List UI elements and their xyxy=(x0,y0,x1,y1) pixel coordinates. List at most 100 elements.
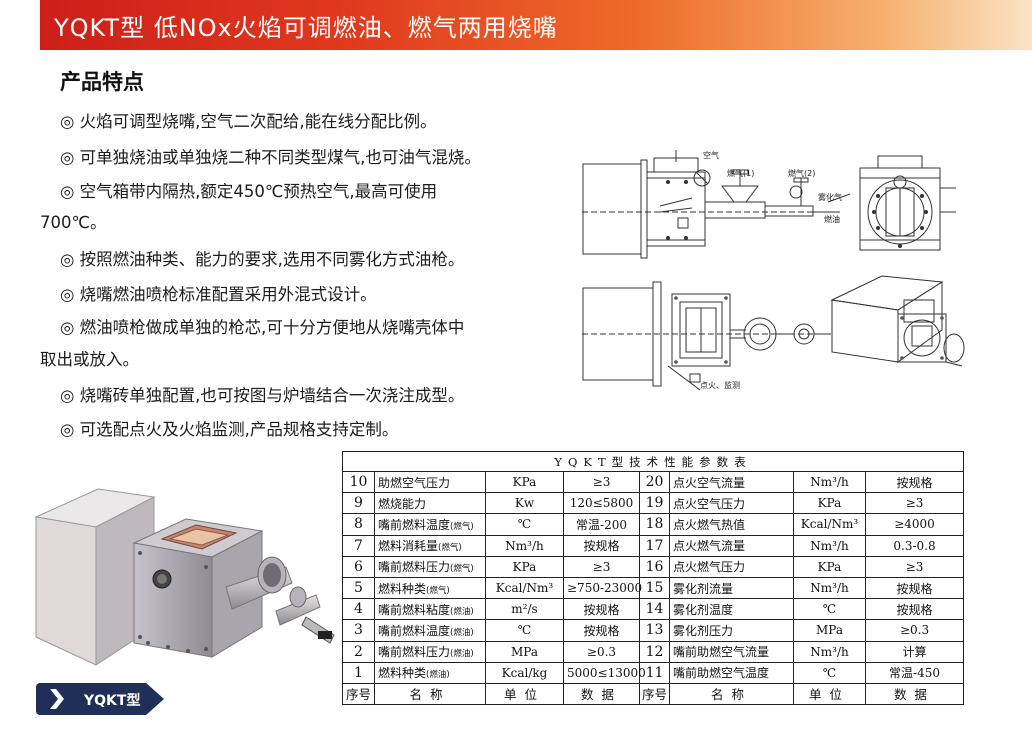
column-header: 序号 xyxy=(342,682,375,706)
row-number: 3 xyxy=(342,619,375,642)
parameter-name: 嘴前燃料温度(燃油) xyxy=(374,619,486,642)
unit: KPa xyxy=(793,492,866,515)
parameter-qualifier: (燃气) xyxy=(450,564,474,575)
value: ≥3 xyxy=(864,555,965,578)
parameter-name: 嘴前燃料温度(燃气) xyxy=(374,513,486,536)
feature-line: ◎ 烧嘴燃油喷枪标准配置采用外混式设计。 xyxy=(60,285,377,304)
column-header: 数据 xyxy=(864,682,965,706)
unit: KPa xyxy=(793,555,866,578)
parameter-name: 嘴前燃料压力(燃气) xyxy=(374,555,486,578)
value: ≥3 xyxy=(864,492,965,515)
value: ≥3 xyxy=(563,470,640,494)
parameter-name: 雾化剂压力 xyxy=(669,619,794,642)
label-gas2: 燃气(2) xyxy=(788,169,816,178)
unit: Nm³/h xyxy=(793,576,866,600)
burner-plan-view-drawing xyxy=(582,275,965,391)
value: 常温-450 xyxy=(864,661,965,684)
unit: KPa xyxy=(485,555,564,578)
unit: KPa xyxy=(485,470,564,494)
feature-line: ◎ 燃油喷枪做成单独的枪芯,可十分方便地从烧嘴壳体中 xyxy=(60,318,465,337)
row-number: 14 xyxy=(639,598,670,621)
row-number: 6 xyxy=(342,555,375,578)
unit: MPa xyxy=(793,619,866,642)
feature-line: ◎ 可选配点火及火焰监测,产品规格支持定制。 xyxy=(60,420,399,439)
parameter-qualifier: (燃油) xyxy=(426,670,450,681)
value: ≥0.3 xyxy=(864,619,965,642)
parameter-name: 雾化剂温度 xyxy=(669,598,794,621)
unit: ℃ xyxy=(485,513,564,536)
value: 5000≤13000 xyxy=(563,661,646,684)
feature-line: ◎ 烧嘴砖单独配置,也可按图与炉墙结合一次浇注成型。 xyxy=(60,386,465,405)
row-number: 10 xyxy=(342,470,375,494)
row-number: 7 xyxy=(342,534,375,557)
parameter-name: 燃料种类(燃油) xyxy=(374,661,486,684)
parameter-name: 嘴前助燃空气温度 xyxy=(669,661,794,684)
table-caption-row: YQKT型技术性能参数表 xyxy=(341,451,965,472)
column-header: 序号 xyxy=(639,682,670,706)
value: 0.3-0.8 xyxy=(864,534,965,557)
feature-line: 700℃。 xyxy=(40,213,107,232)
row-number: 15 xyxy=(639,576,670,600)
label-ignition: 点火、监测 xyxy=(700,381,740,390)
unit: Kcal/Nm³ xyxy=(793,513,866,536)
row-number: 1 xyxy=(342,661,375,684)
unit: MPa xyxy=(485,640,564,663)
value: 按规格 xyxy=(563,534,640,557)
row-number: 16 xyxy=(639,555,670,578)
row-number: 5 xyxy=(342,576,375,600)
unit: Nm³/h xyxy=(793,640,866,663)
value: ≥3 xyxy=(563,555,640,578)
label-gas1: 燃气(1) xyxy=(727,169,755,178)
value: 计算 xyxy=(864,640,965,663)
row-number: 12 xyxy=(639,640,670,663)
header-banner: YQKT型 低NOx火焰可调燃油、燃气两用烧嘴 xyxy=(40,0,1032,50)
value: ≥0.3 xyxy=(563,640,640,663)
parameter-name: 点火燃气流量 xyxy=(669,534,794,557)
parameter-qualifier: (燃油) xyxy=(450,606,474,617)
row-number: 17 xyxy=(639,534,670,557)
parameter-name: 燃料消耗量(燃气) xyxy=(374,534,486,557)
row-number: 19 xyxy=(639,492,670,515)
value: 按规格 xyxy=(864,598,965,621)
table-header-row: 序号名称单位数据序号名称单位数据 xyxy=(342,682,965,706)
parameter-qualifier: (燃油) xyxy=(450,627,474,638)
column-header: 名称 xyxy=(669,682,794,706)
value: 按规格 xyxy=(864,470,965,494)
row-number: 4 xyxy=(342,598,375,621)
column-header: 名称 xyxy=(374,682,486,706)
row-number: 2 xyxy=(342,640,375,663)
value: 120≤5800 xyxy=(563,492,640,515)
column-header: 数据 xyxy=(563,682,640,706)
row-number: 13 xyxy=(639,619,670,642)
burner-3d-render xyxy=(34,488,335,666)
parameter-qualifier: (燃气) xyxy=(438,543,462,554)
parameter-qualifier: (燃气) xyxy=(450,521,474,532)
parameter-qualifier: (燃油) xyxy=(450,649,474,660)
table-caption: YQKT型技术性能参数表 xyxy=(341,451,965,472)
parameter-name: 燃烧能力 xyxy=(374,492,486,515)
unit: Kcal/Nm³ xyxy=(485,576,564,600)
value: 按规格 xyxy=(563,598,640,621)
parameter-name: 助燃空气压力 xyxy=(374,470,486,494)
value: 按规格 xyxy=(563,619,640,642)
label-air: 空气 xyxy=(703,151,719,160)
value: ≥4000 xyxy=(864,513,965,536)
parameter-name: 嘴前燃料压力(燃油) xyxy=(374,640,486,663)
unit: Nm³/h xyxy=(485,534,564,557)
parameter-name: 点火燃气热值 xyxy=(669,513,794,536)
feature-line: 取出或放入。 xyxy=(40,350,139,369)
label-atomizing-gas: 雾化气 xyxy=(818,193,842,202)
label-oil: 燃油 xyxy=(824,215,840,224)
unit: Nm³/h xyxy=(793,470,866,494)
row-number: 18 xyxy=(639,513,670,536)
burner-side-view-drawing xyxy=(582,150,956,259)
unit: ℃ xyxy=(793,598,866,621)
